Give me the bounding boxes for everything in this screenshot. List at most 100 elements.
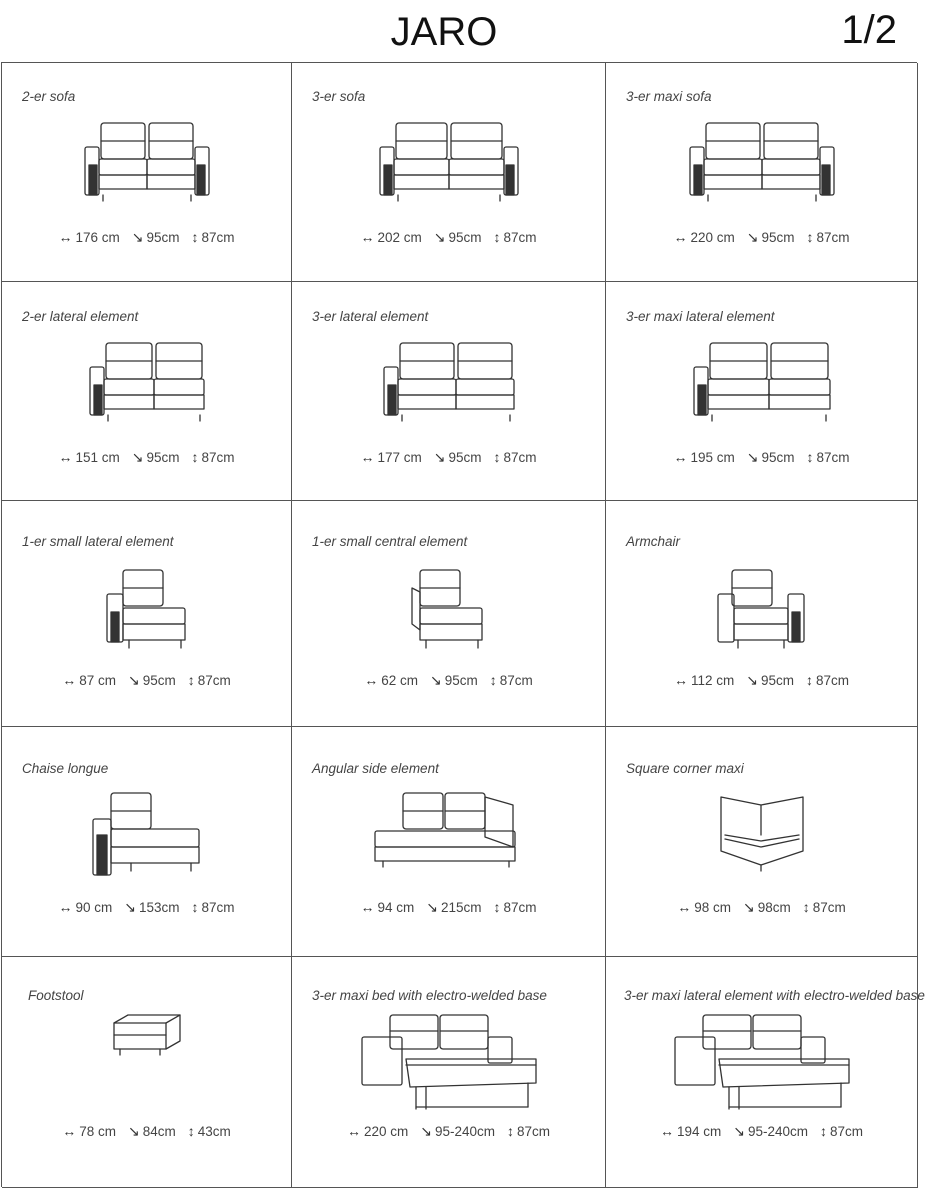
dimensions: ↔151 cm↘95cm↕87cm — [2, 449, 291, 466]
lateral-2-icon — [88, 341, 205, 430]
page-number: 1/2 — [841, 8, 897, 52]
width-icon: ↔ — [673, 229, 688, 245]
lateral-3-maxi-icon — [692, 341, 831, 430]
product-cell: 3-er maxi lateral element↔195 cm↘95cm↕87… — [606, 282, 918, 501]
height-icon: ↕ — [493, 449, 501, 465]
dimensions: ↔94 cm↘215cm↕87cm — [292, 899, 605, 916]
product-cell: Square corner maxi ↔98 cm↘98cm↕87cm — [606, 727, 918, 957]
depth-dimension: ↘95cm — [433, 229, 482, 245]
depth-value: 95-240cm — [434, 1124, 496, 1139]
width-value: 195 cm — [690, 450, 735, 465]
dimensions: ↔62 cm↘95cm↕87cm — [292, 672, 605, 689]
product-cell: 3-er sofa↔202 cm↘95cm↕87cm — [292, 63, 606, 282]
depth-icon: ↘ — [433, 449, 446, 465]
dimensions: ↔98 cm↘98cm↕87cm — [606, 899, 917, 916]
small-central-icon — [410, 568, 488, 657]
height-icon: ↕ — [191, 449, 199, 465]
product-name: 3-er maxi sofa — [626, 89, 712, 104]
depth-value: 95cm — [146, 450, 180, 465]
height-value: 87cm — [201, 450, 235, 465]
height-dimension: ↕87cm — [820, 1123, 864, 1139]
depth-dimension: ↘95cm — [747, 449, 795, 465]
depth-icon: ↘ — [733, 1123, 745, 1139]
height-dimension: ↕87cm — [493, 229, 537, 245]
depth-icon: ↘ — [420, 1123, 432, 1139]
width-dimension: ↔98 cm — [677, 899, 731, 915]
product-cell: 1-er small lateral element ↔87 cm↘95cm↕8… — [2, 501, 292, 727]
width-value: 112 cm — [690, 673, 735, 688]
product-name: 3-er lateral element — [312, 309, 429, 324]
depth-icon: ↘ — [426, 899, 438, 915]
height-icon: ↕ — [187, 1123, 195, 1139]
dimensions: ↔176 cm↘95cm↕87cm — [2, 229, 291, 246]
width-icon: ↔ — [58, 229, 73, 245]
height-value: 87cm — [816, 230, 850, 245]
dimensions: ↔87 cm↘95cm↕87cm — [2, 672, 291, 689]
width-dimension: ↔62 cm — [364, 672, 418, 688]
width-value: 90 cm — [75, 900, 113, 915]
height-value: 87cm — [201, 900, 235, 915]
depth-icon: ↘ — [433, 229, 446, 245]
height-value: 87cm — [830, 1124, 864, 1139]
angular-side-icon — [373, 791, 525, 880]
dimensions: ↔195 cm↘95cm↕87cm — [606, 449, 917, 466]
height-value: 87cm — [503, 900, 537, 915]
height-dimension: ↕87cm — [191, 899, 235, 915]
height-dimension: ↕43cm — [187, 1123, 231, 1139]
width-icon: ↔ — [62, 672, 77, 688]
height-dimension: ↕87cm — [507, 1123, 550, 1139]
dimensions: ↔194 cm↘95-240cm↕87cm — [606, 1123, 917, 1140]
product-name: Angular side element — [312, 761, 439, 776]
product-cell: Armchair ↔112 cm↘95cm↕87cm — [606, 501, 918, 727]
lateral-bed-icon — [673, 1013, 851, 1120]
width-icon: ↔ — [62, 1123, 77, 1139]
footstool-icon — [110, 1013, 184, 1064]
sofa-3-icon — [378, 121, 519, 210]
width-icon: ↔ — [360, 449, 375, 465]
height-value: 87cm — [816, 450, 850, 465]
depth-value: 95cm — [761, 450, 795, 465]
product-cell: 3-er maxi lateral element with electro-w… — [606, 957, 925, 1188]
product-cell: 3-er maxi bed with electro-welded base ↔… — [292, 957, 606, 1188]
product-name: Footstool — [28, 988, 84, 1003]
depth-dimension: ↘95cm — [433, 449, 482, 465]
height-icon: ↕ — [191, 899, 199, 915]
depth-dimension: ↘84cm — [128, 1123, 176, 1139]
product-name: 2-er sofa — [22, 89, 76, 104]
dimensions: ↔177 cm↘95cm↕87cm — [292, 449, 605, 466]
product-cell: Chaise longue ↔90 cm↘153cm↕87cm — [2, 727, 292, 957]
width-icon: ↔ — [364, 672, 379, 688]
width-value: 202 cm — [377, 230, 422, 245]
height-icon: ↕ — [187, 672, 195, 688]
height-value: 87cm — [812, 900, 846, 915]
sofa-bed-icon — [360, 1013, 538, 1120]
depth-icon: ↘ — [746, 672, 758, 688]
height-icon: ↕ — [493, 229, 501, 245]
width-dimension: ↔78 cm — [62, 1123, 116, 1139]
width-value: 194 cm — [676, 1124, 722, 1139]
product-cell: Footstool ↔78 cm ↘84cm ↕43cm — [2, 957, 292, 1188]
height-dimension: ↕87cm — [192, 229, 235, 245]
height-value: 87cm — [201, 230, 235, 245]
depth-icon: ↘ — [746, 229, 759, 245]
product-name: 1-er small lateral element — [22, 534, 174, 549]
product-name: 2-er lateral element — [22, 309, 139, 324]
depth-icon: ↘ — [128, 672, 140, 688]
height-icon: ↕ — [507, 1123, 515, 1139]
height-icon: ↕ — [489, 672, 497, 688]
width-value: 220 cm — [690, 230, 735, 245]
depth-dimension: ↘95cm — [430, 672, 478, 688]
product-name: Square corner maxi — [626, 761, 744, 776]
depth-value: 98cm — [757, 900, 791, 915]
width-icon: ↔ — [346, 1123, 361, 1139]
height-value: 87cm — [197, 673, 231, 688]
width-dimension: ↔94 cm — [360, 899, 414, 915]
product-name: 1-er small central element — [312, 534, 468, 549]
armchair-icon — [716, 568, 808, 657]
square-corner-icon — [715, 791, 809, 880]
depth-value: 215cm — [440, 900, 482, 915]
width-icon: ↔ — [673, 672, 688, 688]
depth-dimension: ↘153cm — [124, 899, 179, 915]
dimensions: ↔220 cm↘95-240cm↕87cm — [292, 1123, 605, 1140]
width-icon: ↔ — [677, 899, 692, 915]
